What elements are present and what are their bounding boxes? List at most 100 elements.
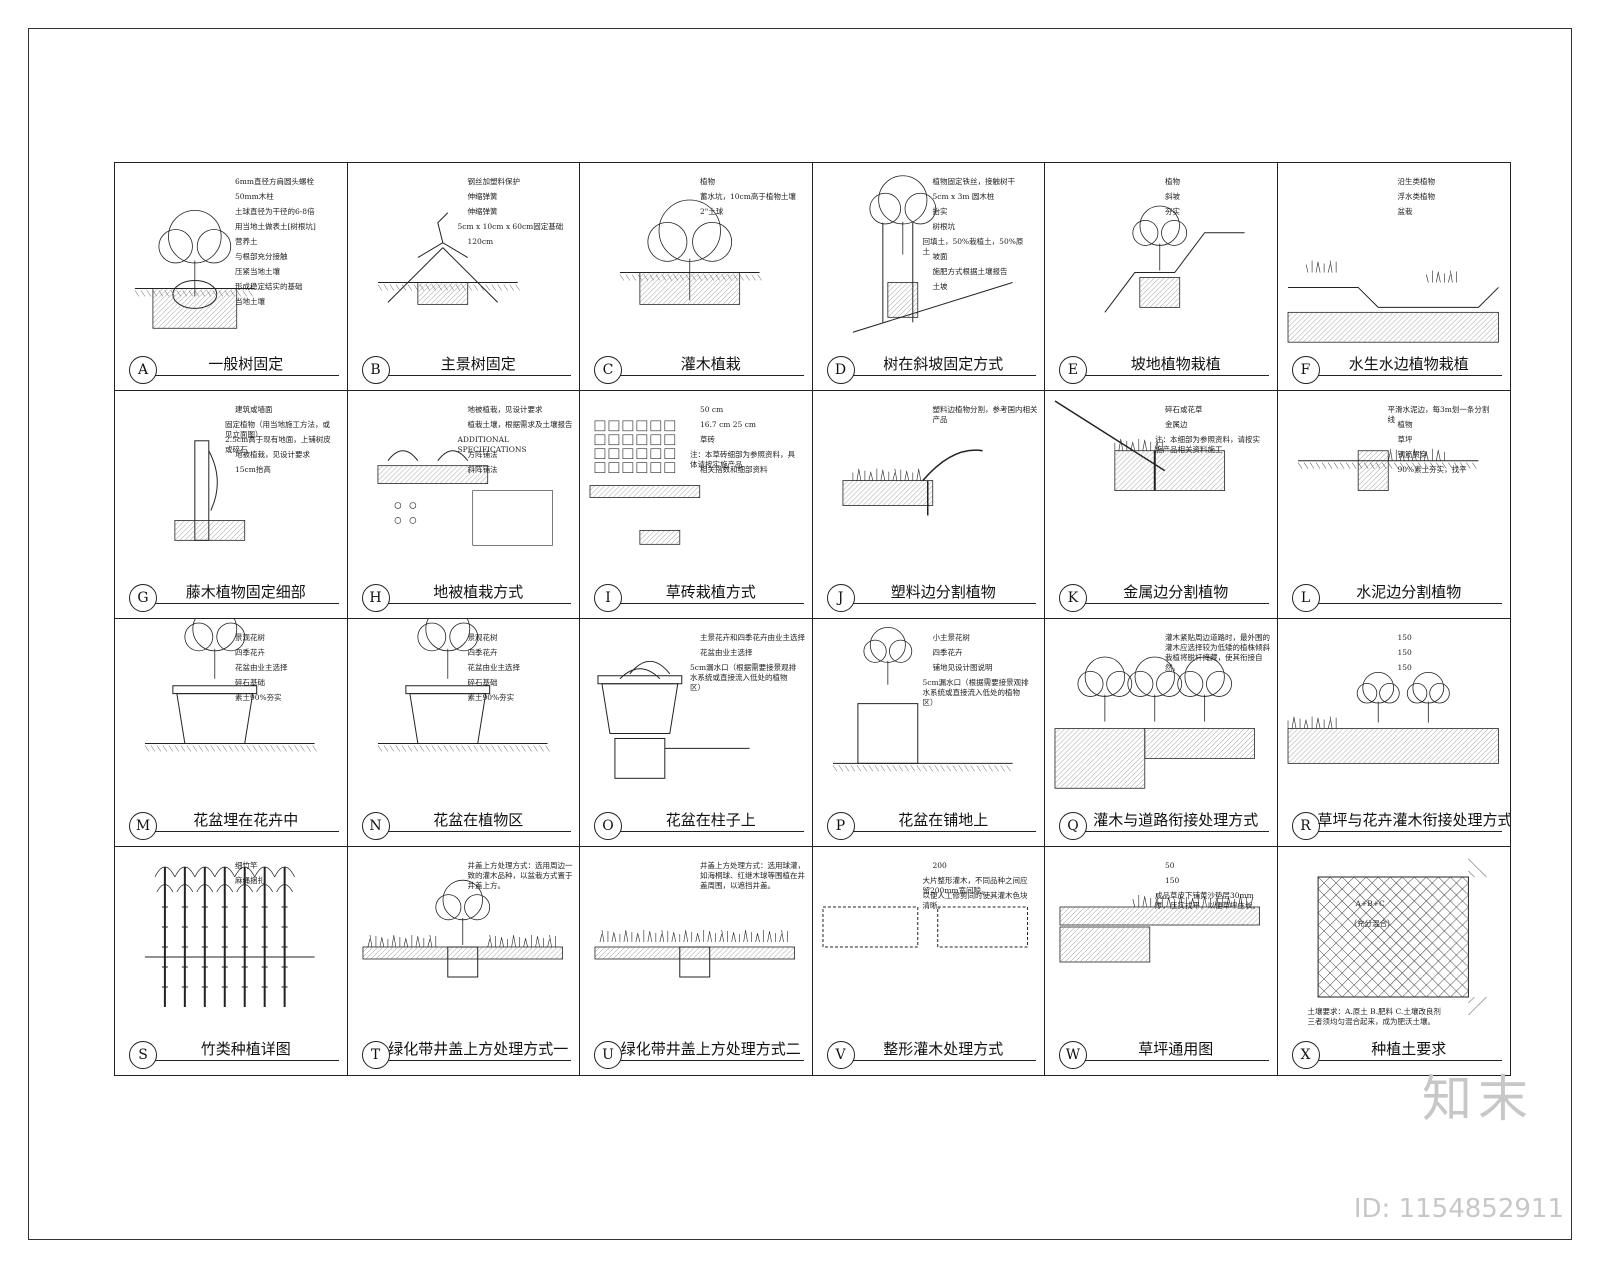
detail-note: 150 bbox=[1397, 633, 1412, 642]
detail-note: 地被植栽，见设计要求 bbox=[467, 405, 543, 414]
detail-note: 6mm直径方肩圆头螺栓 bbox=[235, 177, 314, 186]
detail-note: 平滑水泥边，每3m划一条分割线 bbox=[1387, 405, 1490, 424]
detail-sketch-e bbox=[1104, 205, 1245, 313]
detail-note: 沿生类植物 bbox=[1397, 177, 1436, 186]
detail-note: 以便人工修剪同时使其灌木色块清晰。 bbox=[922, 891, 1028, 910]
detail-letter: U bbox=[594, 1041, 622, 1069]
detail-letter: T bbox=[361, 1041, 390, 1069]
detail-note: 地被植栽，见设计要求 bbox=[235, 450, 310, 459]
detail-title: 花盆在植物区 bbox=[433, 811, 524, 829]
detail-note: 植物固定铁丝，接触树干 bbox=[932, 177, 1016, 186]
detail-note: 200 bbox=[932, 861, 947, 870]
detail-cell-j: 塑料边植物分割，参考国内相关产品 J 塑料边分割植物 bbox=[812, 391, 1045, 619]
detail-title: 塑料边分割植物 bbox=[890, 583, 996, 601]
detail-note: 用当地土做表土[树根坑] bbox=[235, 222, 316, 231]
detail-cell-a: 6mm直径方肩圆头螺栓 50mm木柱土球直径为干径的6-8倍用当地土做表土[树根坑… bbox=[115, 163, 348, 391]
detail-note: 四季花卉 bbox=[467, 648, 498, 657]
detail-note: 井盖上方处理方式：选用球灌，如海桐球、红继木球等围植在井盖周围，以遮挡井盖。 bbox=[700, 861, 805, 890]
detail-note: 施肥方式根据土壤报告 bbox=[932, 267, 1008, 276]
detail-title: 花盆埋在花卉中 bbox=[193, 811, 299, 829]
detail-letter: J bbox=[826, 584, 855, 612]
title-underline bbox=[1085, 831, 1269, 832]
detail-note: 2.5cm高于现有地面，上铺树皮或碎石 bbox=[225, 435, 331, 454]
detail-title: 金属边分割植物 bbox=[1123, 583, 1229, 601]
detail-note: 5cm x 10cm x 60cm固定基础 bbox=[457, 222, 564, 231]
detail-note: 注：本草砖细部为参照资料，具体请按实施产品 bbox=[690, 450, 795, 469]
detail-note: 50mm木柱 bbox=[235, 192, 274, 201]
detail-letter: H bbox=[361, 584, 390, 612]
detail-title: 草砖栽植方式 bbox=[665, 583, 756, 601]
detail-sketch-b bbox=[377, 212, 520, 305]
detail-letter: E bbox=[1059, 356, 1087, 384]
detail-note: 5cm漏水口（根据需要接景观排水系统或直接流入低处的植物区） bbox=[922, 678, 1029, 707]
detail-sketch-n bbox=[377, 619, 550, 752]
detail-note: 灌木紧贴周边道路时，最外围的灌木应选择较为低矮的植株倾斜栽植将脱杆掩藏，使其衔接… bbox=[1165, 633, 1270, 672]
detail-sketch-t bbox=[362, 879, 563, 978]
detail-title: 绿化带井盖上方处理方式一 bbox=[388, 1040, 569, 1058]
detail-note: A+B+C bbox=[1355, 899, 1385, 908]
detail-note: 5cm x 3m 圆木桩 bbox=[932, 192, 995, 201]
detail-letter: P bbox=[826, 812, 855, 840]
detail-note: 塑料边植物分割，参考国内相关产品 bbox=[932, 405, 1038, 424]
detail-note: 花盆由业主选择 bbox=[700, 648, 753, 657]
title-underline bbox=[620, 831, 804, 832]
title-underline bbox=[155, 1060, 339, 1061]
detail-letter: F bbox=[1291, 356, 1320, 384]
detail-note: （充分混合） bbox=[1349, 919, 1395, 928]
detail-note: 主景花卉和四季花卉由业主选择 bbox=[700, 633, 805, 642]
detail-letter: O bbox=[594, 812, 622, 840]
title-underline bbox=[387, 831, 571, 832]
detail-letter: W bbox=[1059, 1041, 1087, 1069]
detail-note: 伸缩弹簧 bbox=[467, 192, 498, 201]
detail-note: 碎石或花草 bbox=[1165, 405, 1203, 414]
detail-note: 150 bbox=[1397, 663, 1412, 672]
detail-note: 铺地见设计图说明 bbox=[932, 663, 993, 672]
title-underline bbox=[387, 375, 571, 376]
detail-letter: X bbox=[1291, 1041, 1320, 1069]
title-underline bbox=[1085, 1060, 1269, 1061]
detail-cell-x: A+B+C（充分混合）土壤要求：A.原土 B.肥料 C.土壤改良剂三者须均匀混合… bbox=[1278, 847, 1511, 1075]
detail-note: 与根部充分接触 bbox=[235, 252, 288, 261]
detail-title: 一般树固定 bbox=[208, 355, 284, 373]
detail-note: 抬实 bbox=[932, 207, 948, 216]
detail-note: 钢丝加塑料保护 bbox=[467, 177, 521, 186]
detail-note: 相关指数和细部资料 bbox=[700, 465, 768, 474]
detail-sketch-m bbox=[144, 619, 317, 752]
detail-note: 土坡 bbox=[932, 282, 948, 291]
detail-note: 钢筋贯穿 bbox=[1397, 450, 1428, 459]
title-underline bbox=[1317, 603, 1502, 604]
detail-sketch-v bbox=[821, 906, 1028, 948]
detail-note: 植物 bbox=[1165, 177, 1180, 186]
title-underline bbox=[1085, 603, 1269, 604]
title-underline bbox=[1317, 375, 1502, 376]
title-underline bbox=[620, 375, 804, 376]
detail-letter: G bbox=[129, 584, 157, 612]
brand-watermark: 知末 bbox=[1422, 1070, 1534, 1128]
detail-note: 碎石基础 bbox=[235, 678, 265, 687]
detail-title: 树在斜坡固定方式 bbox=[883, 355, 1004, 373]
detail-letter: B bbox=[361, 356, 390, 384]
detail-letter: N bbox=[361, 812, 390, 840]
detail-note: 土球直径为干径的6-8倍 bbox=[235, 207, 315, 216]
detail-note: 素土90%夯实 bbox=[235, 693, 282, 702]
detail-title: 种植土要求 bbox=[1371, 1040, 1447, 1058]
detail-note: 蓄水坑，10cm高于植物土壤 bbox=[700, 192, 796, 201]
title-underline bbox=[852, 831, 1036, 832]
detail-letter: L bbox=[1291, 584, 1320, 612]
detail-letter: S bbox=[129, 1041, 157, 1069]
drawing-frame bbox=[28, 28, 1572, 1240]
detail-title: 灌木与道路衔接处理方式 bbox=[1093, 811, 1259, 829]
detail-note: 碎石基础 bbox=[467, 678, 498, 687]
detail-sketch-x bbox=[1317, 858, 1487, 1016]
detail-note: 植栽土壤，根据需求及土壤报告 bbox=[467, 420, 573, 429]
detail-note: 植物 bbox=[700, 177, 715, 186]
detail-letter: R bbox=[1291, 812, 1320, 840]
detail-letter: I bbox=[594, 584, 622, 612]
